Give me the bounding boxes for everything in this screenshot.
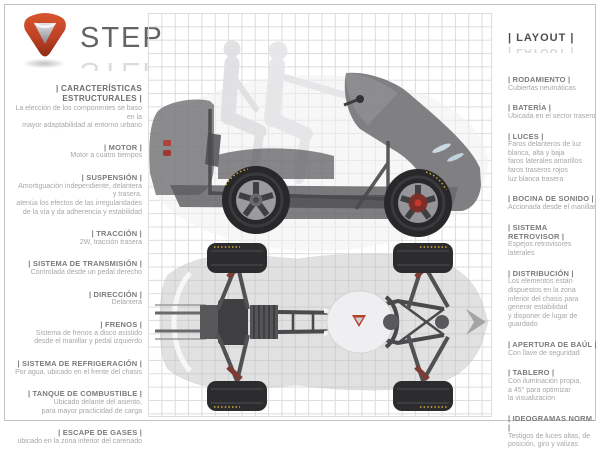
section-body: Con llave de seguridad xyxy=(508,349,580,357)
tail-point xyxy=(466,309,486,335)
section-title: | DIRECCIÓN | xyxy=(88,289,142,299)
section-title: | BATERÍA | xyxy=(508,103,552,113)
spec-section-traccion: | TRACCIÓN | 2W, tracción trasera xyxy=(8,229,142,247)
tire-rear-right xyxy=(393,381,453,411)
section-body: Ubicado delante del asiento, para mayor … xyxy=(41,398,142,415)
left-panel-header: | CARACTERÍSTICAS ESTRUCTURALES | xyxy=(55,84,142,103)
section-title: | TRACCIÓN | xyxy=(91,229,142,239)
section-body: Con iluminación propia, a 45° para optim… xyxy=(508,377,582,403)
section-body: Espejos retrovisores laterales xyxy=(508,241,572,258)
spec-section-suspension: | SUSPENSIÓN | Amortiguación independien… xyxy=(8,173,142,217)
section-title: | BOCINA DE SONIDO | xyxy=(508,194,594,204)
section-body: Por agua, ubicado en el frente del chasi… xyxy=(15,368,142,376)
right-panel: | LAYOUT | | LAYOUT | | RODAMIENTO | Cub… xyxy=(500,6,598,450)
section-title: | LUCES | xyxy=(508,131,544,141)
rear-wheel xyxy=(222,166,290,234)
front-fender-highlights xyxy=(171,271,192,373)
section-body: Los elementos están dispuestos en la zon… xyxy=(508,278,579,329)
step-shield-logo-icon xyxy=(24,13,66,57)
section-body: Controlada desde un pedal derecho xyxy=(30,269,142,277)
left-panel-intro: La elección de los componentes se baso e… xyxy=(15,105,142,130)
section-title: | DISTRIBUCIÓN | xyxy=(508,268,574,278)
section-body: Ubicada en el sector trasero xyxy=(508,113,596,120)
spec-section-distribucion: | DISTRIBUCIÓN | Los elementos están dis… xyxy=(508,269,598,330)
spec-section-transmision: | SISTEMA DE TRANSMISIÓN | Controlada de… xyxy=(8,259,142,277)
section-body: Delantera xyxy=(111,299,142,307)
section-title: | ESCAPE DE GASES | xyxy=(58,428,142,438)
section-title: | IDEOGRAMAS NORM. | xyxy=(508,413,595,432)
section-title: | SUSPENSIÓN | xyxy=(81,173,142,183)
section-title: | MOTOR | xyxy=(104,142,142,152)
section-body: Faros delanteros de luz blanca, alta y b… xyxy=(508,141,582,183)
pod-logo-icon xyxy=(352,315,366,327)
section-title: | SISTEMA RETROVISOR | xyxy=(508,222,565,241)
finned-gearbox xyxy=(250,305,278,339)
tire-rear-left xyxy=(207,381,267,411)
body-pod xyxy=(324,290,400,354)
section-title: | FRENOS | xyxy=(100,320,142,330)
front-wheel xyxy=(384,169,452,237)
tire-front-right xyxy=(393,243,453,273)
side-view-drawing xyxy=(148,40,488,251)
section-title: | RODAMIENTO | xyxy=(508,75,571,84)
spec-section-apertura-baul: | APERTURA DE BAÚL | Con llave de seguri… xyxy=(508,340,598,358)
spec-section-retrovisor: | SISTEMA RETROVISOR | Espejos retroviso… xyxy=(508,223,598,259)
section-title: | APERTURA DE BAÚL | xyxy=(508,339,597,349)
spec-section-motor: | MOTOR | Motor a cuatro tiempos xyxy=(8,143,142,161)
section-body: Amortiguación independiente, delantera y… xyxy=(16,182,142,216)
spec-section-tanque: | TANQUE DE COMBUSTIBLE | Ubicado delant… xyxy=(8,389,142,416)
spec-section-bateria: | BATERÍA | Ubicada en el sector trasero xyxy=(508,103,598,121)
tail-light xyxy=(163,140,171,156)
section-body: Cubiertas neumáticas xyxy=(508,84,576,92)
tire-front-left xyxy=(207,243,267,273)
spec-section-luces: | LUCES | Faros delanteros de luz blanca… xyxy=(508,132,598,185)
section-title: | TABLERO | xyxy=(508,368,555,378)
spec-section-escape: | ESCAPE DE GASES | ubicado en la zona i… xyxy=(8,428,142,446)
spec-section-rodamiento: | RODAMIENTO | Cubiertas neumáticas xyxy=(508,75,598,93)
handlebar-grip xyxy=(356,95,364,103)
layout-header-reflection: | LAYOUT | xyxy=(508,46,575,53)
brand-header: STEP STEP xyxy=(8,6,164,84)
logo-shadow xyxy=(24,59,64,68)
top-view-tires xyxy=(207,243,453,411)
spec-section-refrigeracion: | SISTEMA DE REFRIGERACIÓN | Por agua, u… xyxy=(8,359,142,377)
section-title: | SISTEMA DE TRANSMISIÓN | xyxy=(28,259,142,269)
headlights xyxy=(432,143,464,162)
steering-rods xyxy=(155,304,206,340)
spec-section-frenos: | FRENOS | Sistema de frenos a disco asi… xyxy=(8,320,142,347)
design-sheet: { "brand": { "name": "STEP" }, "left_pan… xyxy=(4,4,597,449)
vehicle-drawing xyxy=(148,40,489,411)
rear-trunk xyxy=(149,99,214,195)
section-body: ubicado en la zona inferior del carenado xyxy=(17,437,142,445)
section-title: | SISTEMA DE REFRIGERACIÓN | xyxy=(17,358,142,368)
top-view-drawing xyxy=(155,243,489,411)
section-body: 2W, tracción trasera xyxy=(79,238,142,246)
spec-section-tablero: | TABLERO | Con iluminación propia, a 45… xyxy=(508,368,598,403)
section-body: Accionada desde el manillar xyxy=(508,203,596,211)
windshield xyxy=(345,73,398,125)
spec-section-ideogramas: | IDEOGRAMAS NORM. | Testigos de luces a… xyxy=(508,414,598,450)
layout-header: | LAYOUT | xyxy=(508,32,575,44)
left-panel: STEP STEP | CARACTERÍSTICAS ESTRUCTURALE… xyxy=(8,6,164,446)
section-body: Motor a cuatro tiempos xyxy=(70,152,142,160)
spec-section-bocina: | BOCINA DE SONIDO | Accionada desde el … xyxy=(508,194,598,212)
spec-section-direccion: | DIRECCIÓN | Delantera xyxy=(8,290,142,308)
section-body: Testigos de luces altas, de posición, gi… xyxy=(508,432,591,449)
grid-paper xyxy=(148,13,492,417)
section-title: | TANQUE DE COMBUSTIBLE | xyxy=(27,389,142,399)
section-body: Sistema de frenos a disco asistido desde… xyxy=(34,329,142,346)
